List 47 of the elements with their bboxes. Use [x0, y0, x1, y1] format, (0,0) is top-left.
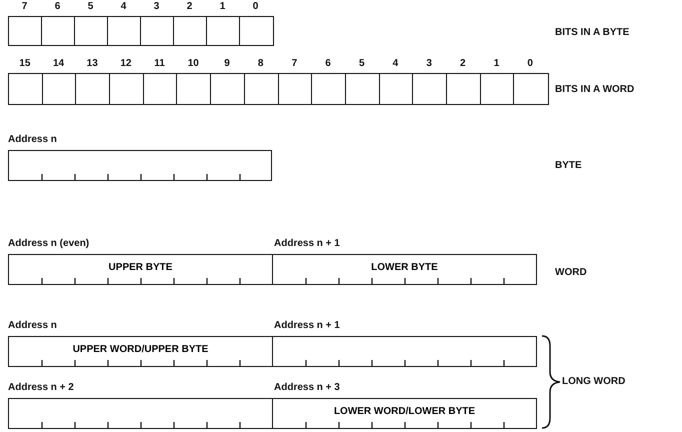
bit-number: 1	[492, 58, 500, 70]
memory-field	[8, 398, 273, 429]
address-label: Address n + 3	[274, 382, 340, 394]
bit-number: 12	[119, 58, 132, 70]
memory-field	[8, 336, 273, 367]
memory-field	[8, 254, 273, 285]
bit-number: 14	[52, 58, 66, 70]
bit-number: 3	[425, 58, 433, 70]
bit-number: 2	[186, 1, 194, 13]
bit-number: 6	[324, 58, 332, 70]
memory-field	[8, 150, 272, 181]
bit-number: 0	[526, 58, 534, 70]
memory-field	[272, 398, 537, 429]
bit-number: 13	[86, 58, 99, 70]
row-label: BITS IN A WORD	[555, 84, 634, 96]
field-text: UPPER BYTE	[108, 262, 172, 273]
address-label: Address n + 1	[274, 238, 340, 250]
memory-field	[272, 254, 537, 285]
address-label: Address n (even)	[8, 238, 90, 250]
bit-number: 8	[256, 58, 264, 70]
field-text: LOWER BYTE	[371, 262, 438, 273]
bit-number: 0	[252, 1, 260, 13]
row-label: BYTE	[555, 160, 582, 172]
bit-number: 15	[18, 58, 32, 70]
memory-field	[272, 336, 537, 367]
field-text: LOWER WORD/LOWER BYTE	[334, 406, 476, 417]
bit-number: 5	[358, 58, 366, 70]
bit-number: 7	[20, 1, 28, 13]
bit-number: 4	[392, 58, 400, 70]
bit-number: 6	[54, 1, 62, 13]
address-label: Address n + 2	[8, 382, 74, 394]
bit-number: 10	[186, 58, 200, 70]
address-label: Address n + 1	[274, 320, 340, 332]
row-label: BITS IN A BYTE	[555, 27, 630, 39]
bit-number: 7	[290, 58, 298, 70]
bit-number: 9	[223, 58, 231, 70]
address-label: Address n	[8, 134, 57, 146]
row-label: WORD	[555, 267, 587, 279]
bit-number: 4	[120, 1, 128, 13]
bit-number: 5	[86, 1, 94, 13]
bit-number: 11	[153, 58, 166, 70]
field-text: UPPER WORD/UPPER BYTE	[72, 344, 208, 355]
bit-number: 3	[152, 1, 160, 13]
address-label: Address n	[8, 320, 57, 332]
bit-number: 1	[218, 1, 226, 13]
row-label: LONG WORD	[562, 376, 626, 388]
bit-number: 2	[459, 58, 467, 70]
